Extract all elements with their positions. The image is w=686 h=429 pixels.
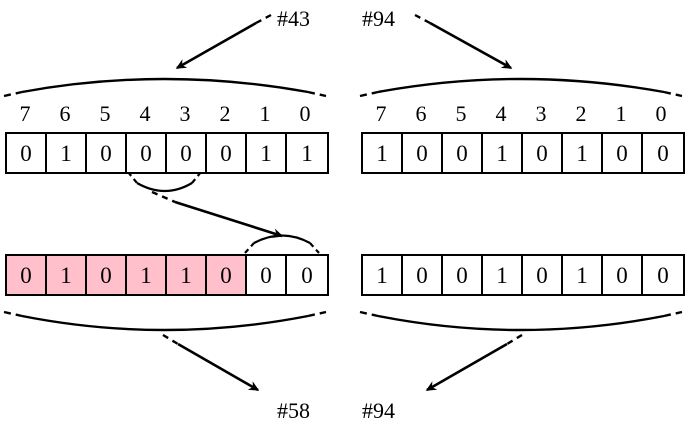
right-bottom-brace-dash-end bbox=[663, 310, 683, 318]
bit-cell-left-bottom-7: 0 bbox=[7, 256, 47, 294]
bit-cell-left-top-7: 0 bbox=[7, 134, 47, 172]
bit-cell-right-bottom-2: 1 bbox=[563, 256, 603, 294]
bit-index-label-right-4: 4 bbox=[495, 101, 507, 126]
bit-cell-right-top-0: 0 bbox=[643, 134, 683, 172]
bit-cell-left-bottom-4: 1 bbox=[127, 256, 167, 294]
bit-cell-left-bottom-5: 0 bbox=[87, 256, 127, 294]
right-bottom-brace-dash-start bbox=[359, 310, 379, 318]
bit-cell-right-bottom-5: 0 bbox=[443, 256, 483, 294]
right-top-brace bbox=[377, 77, 665, 94]
bit-index-label-left-3: 3 bbox=[179, 101, 191, 126]
bit-index-label-left-6: 6 bbox=[59, 101, 71, 126]
shift-arrow bbox=[174, 200, 284, 238]
bit-cell-right-bottom-3: 0 bbox=[523, 256, 563, 294]
right-top-brace-dash-start bbox=[359, 90, 379, 98]
bit-cell-right-bottom-0: 0 bbox=[643, 256, 683, 294]
bit-cell-right-top-4: 1 bbox=[483, 134, 523, 172]
label-result-value-left: #58 bbox=[277, 398, 310, 423]
bit-cell-right-bottom-7: 1 bbox=[363, 256, 403, 294]
bit-cell-left-top-4: 0 bbox=[127, 134, 167, 172]
bit-cell-left-top-6: 1 bbox=[47, 134, 87, 172]
left-subbrace-lower-dash-right bbox=[309, 242, 320, 254]
bit-cell-right-top-5: 0 bbox=[443, 134, 483, 172]
arrow-tag94-to-right-top bbox=[429, 21, 513, 70]
bit-cell-left-bottom-0: 0 bbox=[287, 256, 327, 294]
left-top-brace bbox=[21, 77, 309, 94]
bit-cell-right-top-6: 0 bbox=[403, 134, 443, 172]
bit-cell-right-top-1: 0 bbox=[603, 134, 643, 172]
bit-cell-left-top-2: 0 bbox=[207, 134, 247, 172]
bit-index-label-left-0: 0 bbox=[299, 101, 311, 126]
bit-cell-left-top-1: 1 bbox=[247, 134, 287, 172]
arrow-tag43-to-left-top bbox=[175, 21, 257, 70]
bit-index-row-left: 7 6 5 4 3 2 1 0 bbox=[5, 103, 325, 125]
bit-cell-right-bottom-1: 0 bbox=[603, 256, 643, 294]
left-bottom-brace bbox=[21, 314, 309, 332]
bit-cell-left-bottom-6: 1 bbox=[47, 256, 87, 294]
arrow-tag43-dash bbox=[255, 13, 272, 25]
left-subbrace-lower-dash-left bbox=[244, 242, 255, 254]
bit-index-label-right-1: 1 bbox=[615, 101, 627, 126]
bit-index-label-right-5: 5 bbox=[455, 101, 467, 126]
bit-index-label-left-1: 1 bbox=[259, 101, 271, 126]
bit-index-label-right-7: 7 bbox=[375, 101, 387, 126]
bit-cell-right-bottom-4: 1 bbox=[483, 256, 523, 294]
bit-cell-left-top-0: 1 bbox=[287, 134, 327, 172]
bit-index-label-left-7: 7 bbox=[19, 101, 31, 126]
bit-cell-right-top-7: 1 bbox=[363, 134, 403, 172]
arrow-right-bottom-dash bbox=[506, 333, 523, 346]
left-subbrace-lower bbox=[253, 234, 311, 244]
left-top-brace-dash-start bbox=[3, 90, 23, 98]
left-subbrace-upper bbox=[136, 182, 193, 193]
bit-cell-left-bottom-1: 0 bbox=[247, 256, 287, 294]
arrow-tag94-dash bbox=[414, 13, 431, 25]
arrow-left-bottom-dash bbox=[162, 333, 179, 346]
left-bottom-brace-dash-start bbox=[3, 310, 23, 318]
bit-index-label-left-5: 5 bbox=[99, 101, 111, 126]
bit-index-label-right-0: 0 bbox=[655, 101, 667, 126]
arrow-right-bottom-to-tag94 bbox=[425, 342, 508, 392]
bit-cell-right-top-3: 0 bbox=[523, 134, 563, 172]
bit-cell-left-top-3: 0 bbox=[167, 134, 207, 172]
label-source-value-right: #94 bbox=[362, 6, 395, 31]
bit-cell-left-top-5: 0 bbox=[87, 134, 127, 172]
bit-index-label-right-3: 3 bbox=[535, 101, 547, 126]
right-top-brace-dash-end bbox=[663, 90, 683, 98]
bit-index-row-right: 7 6 5 4 3 2 1 0 bbox=[361, 103, 681, 125]
bit-cell-right-top-2: 1 bbox=[563, 134, 603, 172]
left-top-brace-dash-end bbox=[307, 90, 327, 98]
bit-cell-right-bottom-6: 0 bbox=[403, 256, 443, 294]
bit-index-label-left-2: 2 bbox=[219, 101, 231, 126]
bit-index-label-right-6: 6 bbox=[415, 101, 427, 126]
right-bottom-brace bbox=[377, 314, 665, 332]
bit-index-label-left-4: 4 bbox=[139, 101, 151, 126]
bit-cell-left-bottom-2: 0 bbox=[207, 256, 247, 294]
left-bottom-brace-dash-end bbox=[307, 310, 327, 318]
shift-arrow-dash bbox=[151, 190, 176, 204]
arrow-left-bottom-to-tag58 bbox=[177, 342, 260, 392]
bit-index-label-right-2: 2 bbox=[575, 101, 587, 126]
label-source-value-left: #43 bbox=[277, 6, 310, 31]
bit-cell-left-bottom-3: 1 bbox=[167, 256, 207, 294]
label-result-value-right: #94 bbox=[362, 398, 395, 423]
